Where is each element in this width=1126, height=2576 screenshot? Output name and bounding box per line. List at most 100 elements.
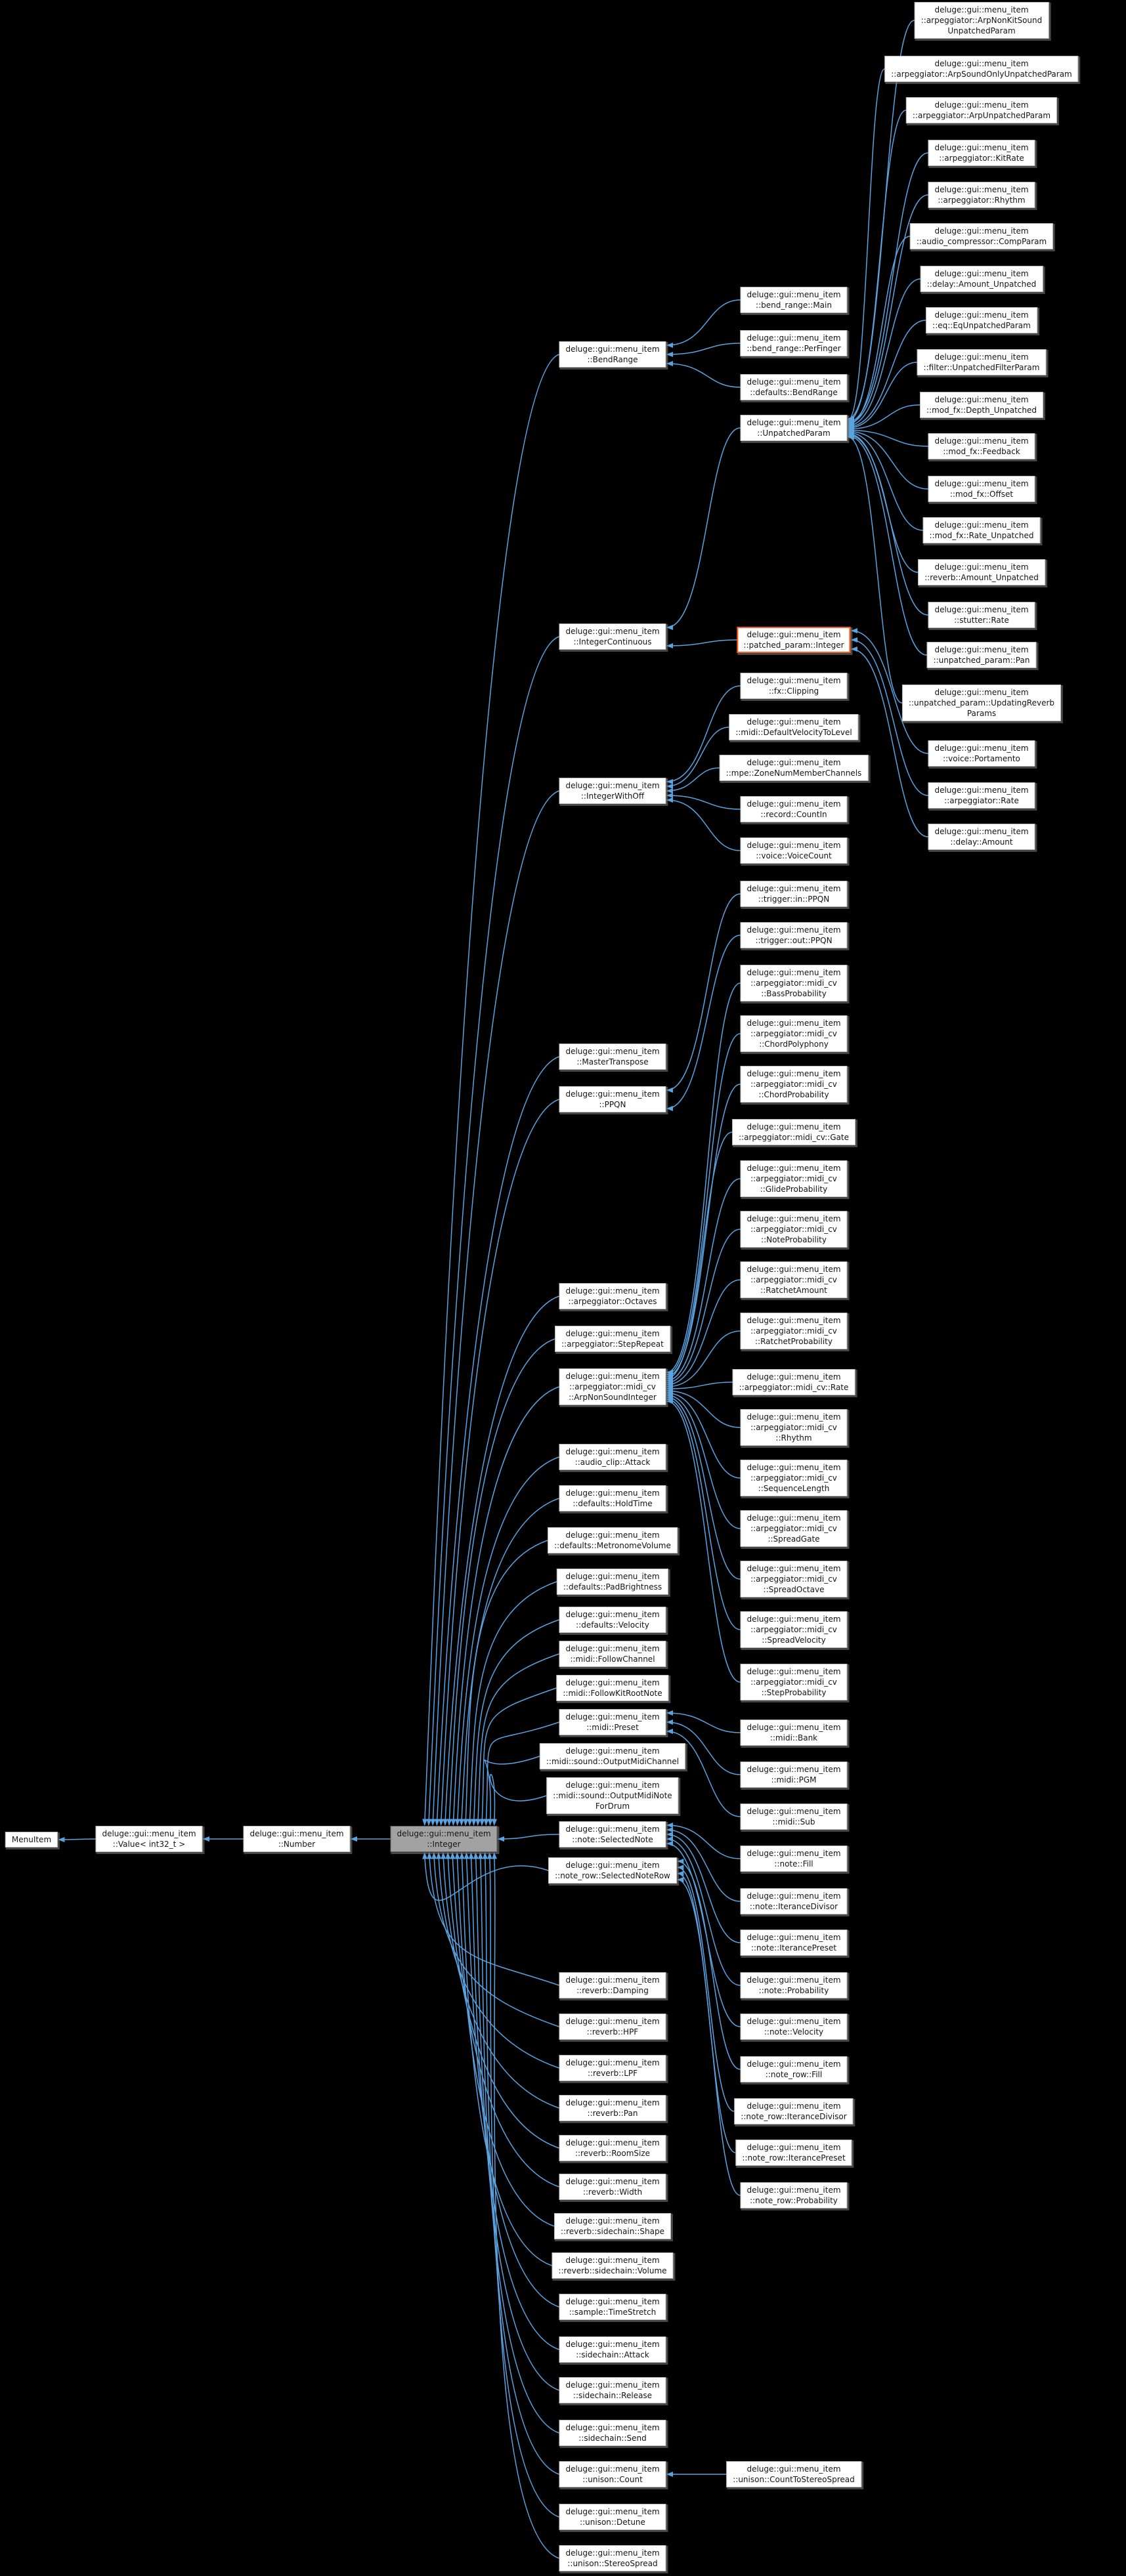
class-node-voice-portamento[interactable]: deluge::gui::menu_item::voice::Portament… bbox=[928, 740, 1035, 767]
class-node-trigger-in-ppqn[interactable]: deluge::gui::menu_item::trigger::in::PPQ… bbox=[740, 881, 848, 907]
class-node-filter-unpatchedfilterparam[interactable]: deluge::gui::menu_item::filter::Unpatche… bbox=[917, 349, 1047, 375]
class-node-up-updatingreverbparams[interactable]: deluge::gui::menu_item::unpatched_param:… bbox=[901, 685, 1062, 721]
class-node-mastertranspose[interactable]: deluge::gui::menu_item::MasterTranspose bbox=[559, 1044, 666, 1070]
class-node-note-fill[interactable]: deluge::gui::menu_item::note::Fill bbox=[740, 1846, 848, 1872]
class-node-voice-voicecount[interactable]: deluge::gui::menu_item::voice::VoiceCoun… bbox=[740, 837, 848, 864]
class-node-mc-noteprobability[interactable]: deluge::gui::menu_item::arpeggiator::mid… bbox=[740, 1211, 848, 1248]
class-node-sidechain-release[interactable]: deluge::gui::menu_item::sidechain::Relea… bbox=[559, 2377, 666, 2403]
class-node-mc-sequencelength[interactable]: deluge::gui::menu_item::arpeggiator::mid… bbox=[740, 1460, 848, 1496]
class-node-mc-ratchetamount[interactable]: deluge::gui::menu_item::arpeggiator::mid… bbox=[740, 1261, 848, 1298]
class-node-midi-preset[interactable]: deluge::gui::menu_item::midi::Preset bbox=[559, 1709, 666, 1735]
class-node-arp-rhythm[interactable]: deluge::gui::menu_item::arpeggiator::Rhy… bbox=[928, 182, 1035, 208]
class-node-sidechain-attack[interactable]: deluge::gui::menu_item::sidechain::Attac… bbox=[559, 2336, 666, 2363]
class-node-reverb-sc-shape[interactable]: deluge::gui::menu_item::reverb::sidechai… bbox=[553, 2213, 672, 2239]
class-node-trigger-out-ppqn[interactable]: deluge::gui::menu_item::trigger::out::PP… bbox=[740, 922, 848, 948]
class-node-def-holdtime[interactable]: deluge::gui::menu_item::defaults::HoldTi… bbox=[559, 1485, 666, 1511]
class-node-noterow-probability[interactable]: deluge::gui::menu_item::note_row::Probab… bbox=[740, 2182, 848, 2208]
class-node-mc-gate[interactable]: deluge::gui::menu_item::arpeggiator::mid… bbox=[732, 1119, 855, 1145]
class-node-bendrange[interactable]: deluge::gui::menu_item::BendRange bbox=[559, 341, 666, 368]
class-node-midi-pgm[interactable]: deluge::gui::menu_item::midi::PGM bbox=[740, 1762, 848, 1788]
class-node-mc-glideprobability[interactable]: deluge::gui::menu_item::arpeggiator::mid… bbox=[740, 1160, 848, 1197]
class-node-arp-rate[interactable]: deluge::gui::menu_item::arpeggiator::Rat… bbox=[928, 782, 1035, 809]
class-node-delay-amountunpatched[interactable]: deluge::gui::menu_item::delay::Amount_Un… bbox=[920, 266, 1043, 292]
class-node-def-padbrightness[interactable]: deluge::gui::menu_item::defaults::PadBri… bbox=[556, 1569, 669, 1595]
class-node-note-probability[interactable]: deluge::gui::menu_item::note::Probabilit… bbox=[740, 1972, 848, 1998]
class-node-reverb-amountunpatched[interactable]: deluge::gui::menu_item::reverb::Amount_U… bbox=[918, 559, 1045, 585]
class-node-reverb-damping[interactable]: deluge::gui::menu_item::reverb::Damping bbox=[559, 1972, 666, 1998]
class-node-fx-clipping[interactable]: deluge::gui::menu_item::fx::Clipping bbox=[740, 673, 848, 699]
class-node-note-iterancedivisor[interactable]: deluge::gui::menu_item::note::IteranceDi… bbox=[740, 1888, 848, 1914]
class-node-mc-bassprobability[interactable]: deluge::gui::menu_item::arpeggiator::mid… bbox=[740, 965, 848, 1002]
class-node-delay-amount[interactable]: deluge::gui::menu_item::delay::Amount bbox=[928, 824, 1035, 850]
class-node-stutter-rate[interactable]: deluge::gui::menu_item::stutter::Rate bbox=[928, 602, 1035, 628]
class-node-reverb-lpf[interactable]: deluge::gui::menu_item::reverb::LPF bbox=[559, 2055, 666, 2081]
class-node-arp-arpnonkitsoundunpatchedparam[interactable]: deluge::gui::menu_item::arpeggiator::Arp… bbox=[914, 2, 1049, 39]
class-node-ac-compparam[interactable]: deluge::gui::menu_item::audio_compressor… bbox=[909, 223, 1054, 249]
class-node-reverb-roomsize[interactable]: deluge::gui::menu_item::reverb::RoomSize bbox=[559, 2135, 666, 2161]
class-node-arp-kitrate[interactable]: deluge::gui::menu_item::arpeggiator::Kit… bbox=[928, 140, 1035, 166]
class-node-midi-defaultvelocitytolevel[interactable]: deluge::gui::menu_item::midi::DefaultVel… bbox=[729, 714, 859, 740]
class-node-arp-arpunpatchedparam[interactable]: deluge::gui::menu_item::arpeggiator::Arp… bbox=[905, 97, 1058, 123]
class-node-modfx-rateunpatched[interactable]: deluge::gui::menu_item::mod_fx::Rate_Unp… bbox=[922, 517, 1041, 543]
class-node-arp-octaves[interactable]: deluge::gui::menu_item::arpeggiator::Oct… bbox=[559, 1283, 666, 1309]
class-node-record-countin[interactable]: deluge::gui::menu_item::record::CountIn bbox=[740, 796, 848, 822]
class-node-audioclip-attack[interactable]: deluge::gui::menu_item::audio_clip::Atta… bbox=[559, 1444, 666, 1470]
class-node-mc-spreadvelocity[interactable]: deluge::gui::menu_item::arpeggiator::mid… bbox=[740, 1611, 848, 1648]
class-node-mc-ratchetprobability[interactable]: deluge::gui::menu_item::arpeggiator::mid… bbox=[740, 1313, 848, 1349]
class-node-pp-integer[interactable]: deluge::gui::menu_item::patched_param::I… bbox=[737, 627, 851, 653]
class-node-midi-bank[interactable]: deluge::gui::menu_item::midi::Bank bbox=[740, 1720, 848, 1746]
class-node-unison-counttostereospread[interactable]: deluge::gui::menu_item::unison::CountToS… bbox=[726, 2461, 861, 2487]
class-node-modfx-feedback[interactable]: deluge::gui::menu_item::mod_fx::Feedback bbox=[928, 433, 1035, 459]
class-node-sample-timestretch[interactable]: deluge::gui::menu_item::sample::TimeStre… bbox=[559, 2294, 666, 2320]
class-node-midi-followchannel[interactable]: deluge::gui::menu_item::midi::FollowChan… bbox=[559, 1641, 666, 1667]
class-node-def-bendrange[interactable]: deluge::gui::menu_item::defaults::BendRa… bbox=[740, 374, 848, 400]
class-node-mc-rate[interactable]: deluge::gui::menu_item::arpeggiator::mid… bbox=[732, 1369, 855, 1395]
class-node-mc-chordpolyphony[interactable]: deluge::gui::menu_item::arpeggiator::mid… bbox=[740, 1015, 848, 1052]
class-node-modfx-depthunpatched[interactable]: deluge::gui::menu_item::mod_fx::Depth_Un… bbox=[920, 392, 1043, 418]
class-node-reverb-sc-volume[interactable]: deluge::gui::menu_item::reverb::sidechai… bbox=[552, 2252, 674, 2279]
class-node-def-velocity[interactable]: deluge::gui::menu_item::defaults::Veloci… bbox=[559, 1607, 666, 1633]
class-node-br-perfinger[interactable]: deluge::gui::menu_item::bend_range::PerF… bbox=[740, 330, 848, 356]
class-node-noterow-iterancepreset[interactable]: deluge::gui::menu_item::note_row::Iteran… bbox=[735, 2140, 852, 2166]
class-node-value[interactable]: deluge::gui::menu_item::Value< int32_t > bbox=[95, 1826, 203, 1852]
class-node-mc-spreadgate[interactable]: deluge::gui::menu_item::arpeggiator::mid… bbox=[740, 1510, 848, 1547]
class-node-note-velocity[interactable]: deluge::gui::menu_item::note::Velocity bbox=[740, 2014, 848, 2040]
class-node-noterow-fill[interactable]: deluge::gui::menu_item::note_row::Fill bbox=[740, 2056, 848, 2082]
class-node-midi-outputmidinotefordrum[interactable]: deluge::gui::menu_item::midi::sound::Out… bbox=[546, 1777, 679, 1814]
class-node-note-iterancepreset[interactable]: deluge::gui::menu_item::note::IterancePr… bbox=[740, 1930, 848, 1956]
class-node-mpe-zonenummemberchannels[interactable]: deluge::gui::menu_item::mpe::ZoneNumMemb… bbox=[719, 755, 869, 781]
class-node-arpnonsoundinteger[interactable]: deluge::gui::menu_item::arpeggiator::mid… bbox=[559, 1368, 666, 1405]
inheritance-edge bbox=[666, 1399, 741, 1683]
class-node-integercontinuous[interactable]: deluge::gui::menu_item::IntegerContinuou… bbox=[559, 623, 666, 650]
class-node-arp-arpsoundonlyunpatchedparam[interactable]: deluge::gui::menu_item::arpeggiator::Arp… bbox=[884, 56, 1079, 82]
class-node-def-metronomevolume[interactable]: deluge::gui::menu_item::defaults::Metron… bbox=[548, 1527, 678, 1553]
class-node-mc-chordprobability[interactable]: deluge::gui::menu_item::arpeggiator::mid… bbox=[740, 1066, 848, 1103]
class-node-modfx-offset[interactable]: deluge::gui::menu_item::mod_fx::Offset bbox=[928, 476, 1035, 502]
class-node-mc-spreadoctave[interactable]: deluge::gui::menu_item::arpeggiator::mid… bbox=[740, 1561, 848, 1597]
class-node-arp-steprepeat[interactable]: deluge::gui::menu_item::arpeggiator::Ste… bbox=[555, 1326, 670, 1352]
class-node-noterow-iterancedivisor[interactable]: deluge::gui::menu_item::note_row::Iteran… bbox=[734, 2098, 854, 2124]
class-node-up-pan[interactable]: deluge::gui::menu_item::unpatched_param:… bbox=[926, 642, 1037, 668]
class-node-note-selectednote[interactable]: deluge::gui::menu_item::note::SelectedNo… bbox=[559, 1821, 666, 1848]
class-node-br-main[interactable]: deluge::gui::menu_item::bend_range::Main bbox=[740, 287, 848, 313]
class-node-unison-count[interactable]: deluge::gui::menu_item::unison::Count bbox=[559, 2461, 666, 2487]
class-node-unison-stereospread[interactable]: deluge::gui::menu_item::unison::StereoSp… bbox=[559, 2545, 666, 2571]
class-node-mc-stepprobability[interactable]: deluge::gui::menu_item::arpeggiator::mid… bbox=[740, 1664, 848, 1700]
class-node-label: ::arpeggiator::midi_cv bbox=[750, 979, 837, 988]
class-node-unison-detune[interactable]: deluge::gui::menu_item::unison::Detune bbox=[559, 2504, 666, 2530]
class-node-midi-followkitrootnote[interactable]: deluge::gui::menu_item::midi::FollowKitR… bbox=[556, 1675, 669, 1701]
class-node-integerwithoff[interactable]: deluge::gui::menu_item::IntegerWithOff bbox=[559, 778, 666, 804]
class-node-menuitem[interactable]: MenuItem bbox=[5, 1832, 58, 1848]
class-node-unpatchedparam[interactable]: deluge::gui::menu_item::UnpatchedParam bbox=[740, 415, 848, 441]
class-node-midi-sub[interactable]: deluge::gui::menu_item::midi::Sub bbox=[740, 1804, 848, 1830]
class-node-sidechain-send[interactable]: deluge::gui::menu_item::sidechain::Send bbox=[559, 2420, 666, 2446]
class-node-mc-rhythm[interactable]: deluge::gui::menu_item::arpeggiator::mid… bbox=[740, 1409, 848, 1446]
class-node-eq-equnpatchedparam[interactable]: deluge::gui::menu_item::eq::EqUnpatchedP… bbox=[926, 307, 1037, 333]
class-node-reverb-pan[interactable]: deluge::gui::menu_item::reverb::Pan bbox=[559, 2095, 666, 2121]
class-node-noterow-selectednoterow[interactable]: deluge::gui::menu_item::note_row::Select… bbox=[548, 1857, 677, 1884]
class-node-reverb-width[interactable]: deluge::gui::menu_item::reverb::Width bbox=[559, 2174, 666, 2200]
class-node-ppqn[interactable]: deluge::gui::menu_item::PPQN bbox=[559, 1086, 666, 1112]
class-node-number[interactable]: deluge::gui::menu_item::Number bbox=[243, 1826, 351, 1852]
class-node-midi-outputmidichannel[interactable]: deluge::gui::menu_item::midi::sound::Out… bbox=[539, 1743, 686, 1769]
class-node-reverb-hpf[interactable]: deluge::gui::menu_item::reverb::HPF bbox=[559, 2014, 666, 2040]
